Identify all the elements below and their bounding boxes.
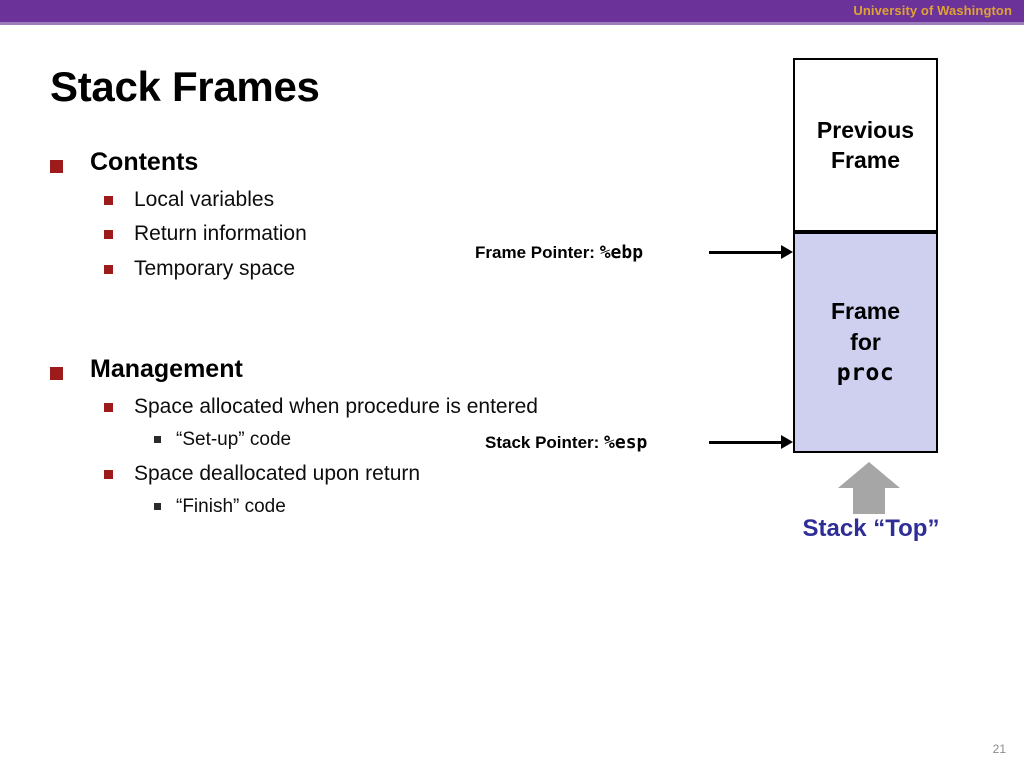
proc-frame-line2: for <box>850 328 881 355</box>
stack-pointer-arrow-shaft <box>709 441 783 444</box>
proc-frame-line1: Frame <box>830 298 901 325</box>
stack-top-label: Stack “Top” <box>802 515 940 542</box>
bullet-subitem-setup-code: “Set-up” code <box>46 428 746 451</box>
bullet-square-icon <box>154 503 161 511</box>
content-spacer <box>46 281 746 355</box>
bullet-square-icon <box>50 160 63 173</box>
institution-label: University of Washington <box>853 3 1012 18</box>
bullet-item-label: Space allocated when procedure is entere… <box>134 394 538 418</box>
frame-pointer-text: Frame Pointer: <box>475 243 595 262</box>
page-title: Stack Frames <box>50 63 320 110</box>
bullet-heading-contents: Contents <box>46 148 746 178</box>
page-number: 21 <box>992 742 1006 756</box>
bullet-item-return-information: Return information <box>46 221 746 247</box>
previous-frame-line2: Frame <box>830 147 901 173</box>
bullet-heading-label: Management <box>90 355 243 384</box>
bullet-item-label: Temporary space <box>134 256 296 280</box>
frame-pointer-register: %ebp <box>599 242 644 263</box>
bullet-square-icon <box>50 367 63 381</box>
proc-frame-label: Frame for proc <box>831 296 900 388</box>
previous-frame-line1: Previous <box>816 116 915 143</box>
stack-pointer-arrow-head-icon <box>781 435 793 449</box>
bullet-item-label: Space deallocated upon return <box>134 461 421 485</box>
bullet-square-icon <box>154 436 161 444</box>
slide-content: Contents Local variables Return informat… <box>46 148 746 518</box>
frame-pointer-arrow-shaft <box>709 251 783 254</box>
bullet-square-icon <box>104 264 113 274</box>
bullet-subitem-label: “Finish” code <box>176 496 286 518</box>
bullet-item-local-variables: Local variables <box>46 187 746 213</box>
stack-pointer-label: Stack Pointer: %esp <box>485 432 647 453</box>
proc-frame-line3: proc <box>836 360 895 387</box>
proc-frame-box: Frame for proc <box>793 232 938 453</box>
bullet-item-label: Local variables <box>134 187 275 211</box>
frame-pointer-arrow-head-icon <box>781 245 793 259</box>
bullet-square-icon <box>104 230 113 240</box>
previous-frame-box: Previous Frame <box>793 58 938 232</box>
bullet-item-temporary-space: Temporary space <box>46 256 746 282</box>
previous-frame-label: Previous Frame <box>817 115 914 176</box>
arrow-up-icon <box>838 462 900 514</box>
bullet-square-icon <box>104 469 113 479</box>
top-banner-underline <box>0 22 1024 25</box>
bullet-item-space-deallocated: Space deallocated upon return <box>46 461 746 487</box>
bullet-square-icon <box>104 402 113 412</box>
top-banner <box>0 0 1024 22</box>
frame-pointer-label: Frame Pointer: %ebp <box>475 242 643 263</box>
bullet-item-space-allocated: Space allocated when procedure is entere… <box>46 394 746 420</box>
bullet-item-label: Return information <box>134 222 307 246</box>
stack-pointer-text: Stack Pointer: <box>485 433 600 452</box>
bullet-subitem-finish-code: “Finish” code <box>46 495 746 518</box>
bullet-heading-label: Contents <box>90 148 199 176</box>
stack-pointer-register: %esp <box>604 432 648 453</box>
bullet-subitem-label: “Set-up” code <box>176 429 292 451</box>
bullet-heading-management: Management <box>46 355 746 385</box>
bullet-square-icon <box>104 195 113 205</box>
